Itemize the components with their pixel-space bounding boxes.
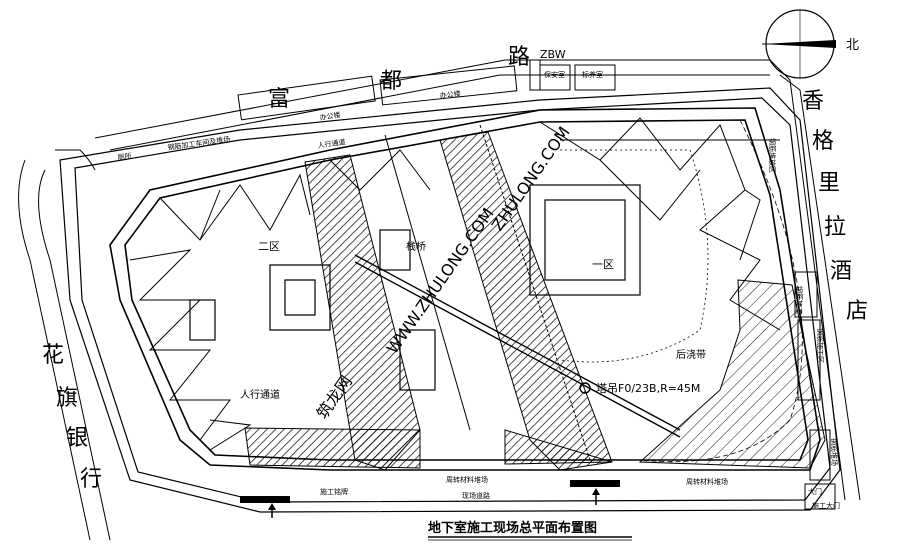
material-s1-label: 周转材料堆场 (446, 475, 488, 484)
site-road-label: 现场道路 (462, 491, 490, 500)
zone1-loop (559, 149, 709, 363)
core-buildings (189, 184, 641, 391)
top-buildings (237, 59, 616, 121)
crane-label: 塔吊F0/23B,R=45M (596, 382, 700, 395)
steel-storage-east-label: 钢筋堆放区 (768, 138, 777, 173)
guard-1-label: 保安室 (544, 70, 565, 79)
bank-char-3: 银 (66, 426, 88, 451)
hotel-char-6: 店 (846, 299, 868, 324)
trestle-label: 栈桥 (406, 240, 426, 253)
east-buildings (794, 271, 836, 510)
steel-proc-east-label: 钢筋加工区 (816, 328, 825, 363)
crane-boom (354, 254, 681, 438)
site-gate-label: 施工大门 (812, 501, 840, 510)
post-pour-strip-label: 后浇带 (676, 348, 706, 361)
sign-label: 施工铭牌 (320, 487, 348, 496)
road-north-code: ZBW (540, 48, 566, 61)
office-1-label: 办公楼 (319, 110, 341, 122)
guard-2-label: 标养室 (582, 70, 603, 79)
compass-north-label: 北 (846, 38, 859, 53)
road-north-char-2: 都 (380, 69, 402, 94)
zone-2-label: 二区 (258, 240, 280, 253)
hotel-char-5: 酒 (830, 259, 852, 284)
gates (240, 480, 620, 518)
bank-char-2: 旗 (56, 386, 78, 411)
rebar-stack-e-label: 钢筋堆场 (830, 438, 839, 466)
hotel-char-3: 里 (818, 171, 840, 196)
north-compass (762, 9, 836, 79)
rebar-proc-e-label: 钢筋加工 (795, 286, 804, 314)
slab-strips (244, 131, 613, 471)
walkway-top-label: 人行通道 (317, 137, 346, 150)
office-2-label: 办公楼 (439, 89, 461, 100)
diagram-title: 地下室施工现场总平面布置图 (428, 520, 597, 536)
east-hatched-zone (638, 279, 826, 469)
toilet-label: 厕所 (117, 151, 132, 162)
road-lines (18, 59, 861, 541)
hotel-char-1: 香 (802, 89, 824, 114)
zone-1-label: 一区 (592, 258, 614, 271)
road-north-char-1: 富 (268, 87, 290, 112)
bank-char-1: 花 (42, 343, 64, 368)
hotel-char-4: 拉 (824, 215, 846, 240)
walkway-label: 人行通道 (240, 388, 280, 401)
road-north-char-3: 路 (508, 45, 530, 70)
bank-char-4: 行 (80, 467, 102, 492)
gate-east-label: 大门 (808, 487, 822, 496)
material-s2-label: 周转材料堆场 (686, 477, 728, 486)
hotel-char-2: 格 (812, 129, 834, 154)
watermark-www: WWW.ZHULONG.COM (383, 204, 498, 357)
